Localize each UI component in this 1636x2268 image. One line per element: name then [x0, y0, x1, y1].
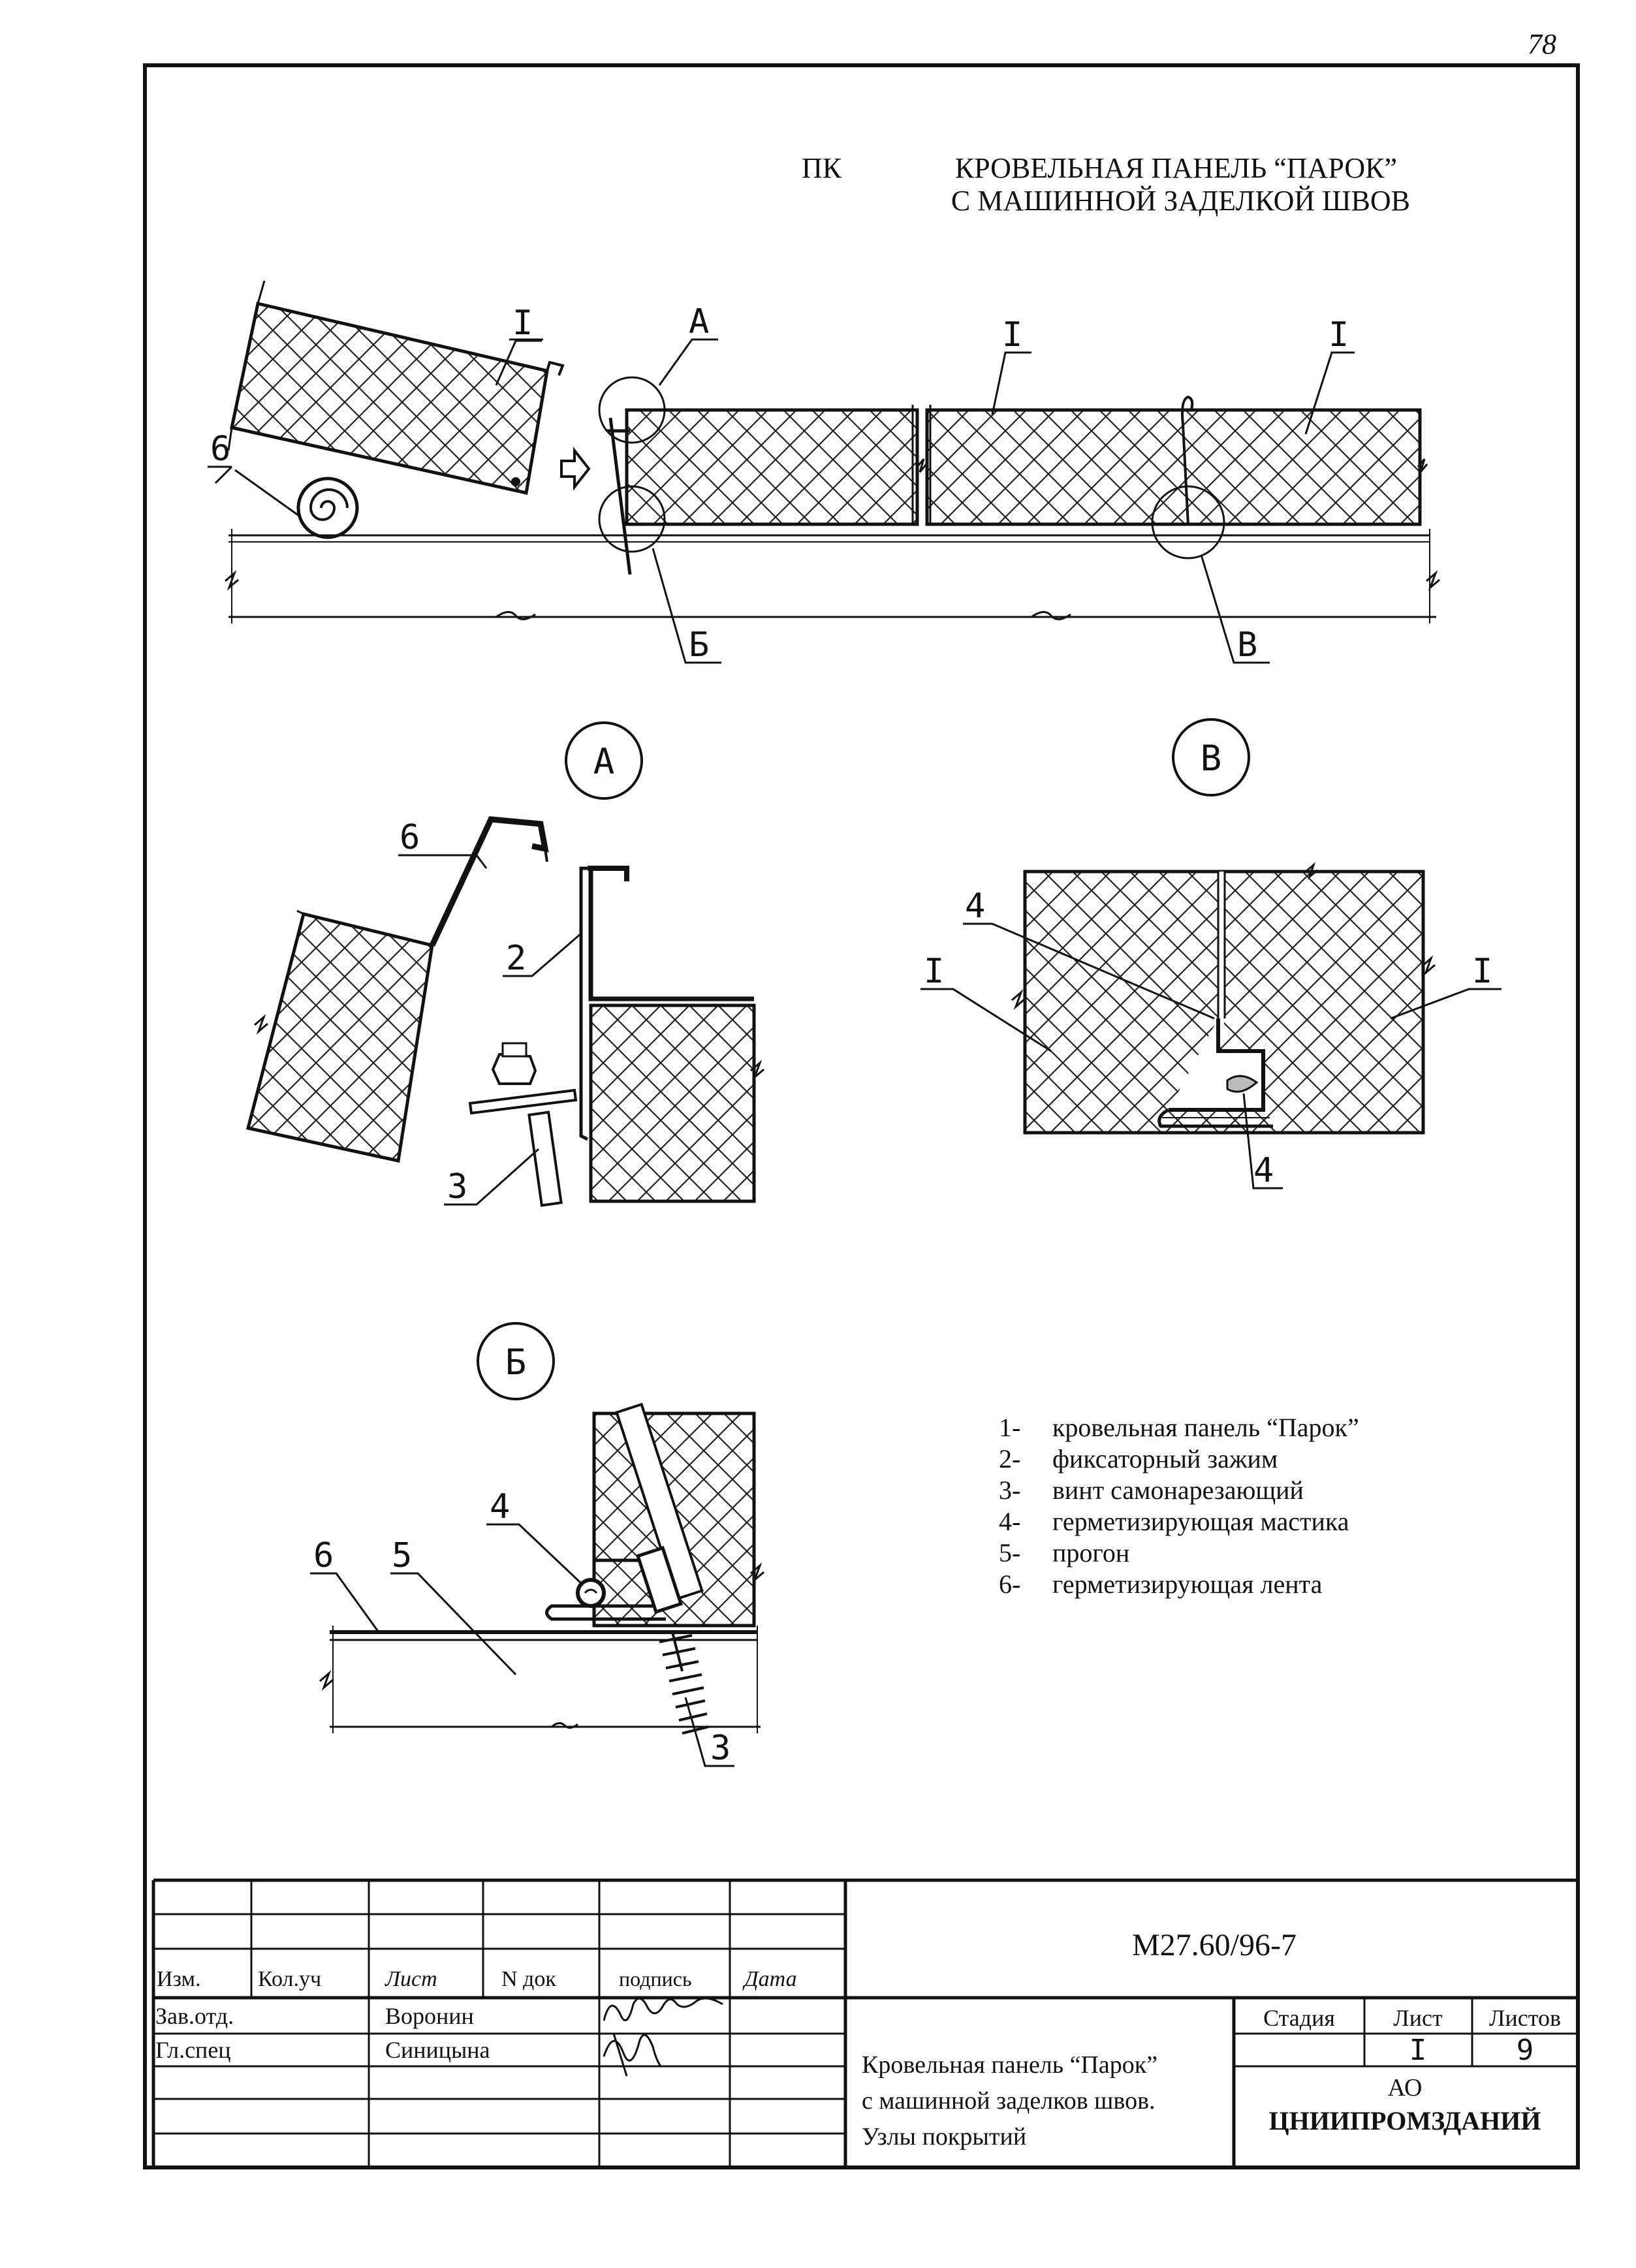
label-screw-a: 3 [447, 1167, 467, 1206]
detail-a-title: А [593, 741, 615, 782]
label-panel-v-left: I [924, 952, 944, 991]
header-data: Дата [742, 1967, 797, 1991]
detail-v-title: В [1201, 738, 1222, 779]
header-podpis: подпись [619, 1967, 692, 1991]
page-number: 78 [1528, 28, 1556, 60]
sheet-code: ПК [802, 152, 842, 184]
legend-num-6: 6- [999, 1569, 1020, 1599]
overview-section: I I I 6 А Б В [208, 280, 1440, 665]
label-purlin-b: 5 [392, 1536, 412, 1575]
doc-code: М27.60/96-7 [1132, 1928, 1297, 1962]
title-line-2: С МАШИННОЙ ЗАДЕЛКОЙ ШВОВ [951, 185, 1410, 217]
screw-b [615, 1402, 709, 1735]
detail-a: А 6 2 3 [245, 721, 764, 1207]
label-panel-right: I [1329, 315, 1349, 354]
screw-a [468, 1042, 578, 1207]
sheet-value: I [1409, 2034, 1427, 2067]
callout-circle-a [598, 376, 666, 444]
label-tape-overview: 6 [210, 430, 230, 469]
legend-num-1: 1- [999, 1413, 1020, 1442]
legend-text-3: винт самонарезающий [1052, 1475, 1304, 1505]
detail-b-marker [477, 1322, 555, 1400]
description-line-3: Узлы покрытий [862, 2123, 1026, 2150]
detail-b-title: Б [505, 1342, 527, 1383]
signature-1 [603, 1997, 723, 2022]
label-tape-b: 6 [313, 1536, 334, 1575]
header-izm: Изм. [157, 1967, 201, 1991]
stage-label: Стадия [1263, 2005, 1335, 2031]
install-arrow [560, 447, 591, 491]
org-line-2: ЦНИИПРОМЗДАНИЙ [1268, 2106, 1541, 2135]
header-list: Лист [385, 1967, 437, 1991]
row-role-1: Зав.отд. [155, 2003, 234, 2029]
legend-num-3: 3- [999, 1475, 1020, 1505]
description-line-2: с машинной заделков швов. [862, 2087, 1156, 2115]
sheet-title: ПК КРОВЕЛЬНАЯ ПАНЕЛЬ “ПАРОК” С МАШИННОЙ … [802, 152, 1410, 217]
sheets-label: Листов [1489, 2005, 1561, 2031]
callout-circle-b [598, 485, 666, 553]
label-screw-b: 3 [710, 1729, 731, 1768]
detail-v-marker [1172, 718, 1250, 796]
detail-v: В 4 I I 4 [920, 718, 1502, 1190]
sheet-label: Лист [1393, 2005, 1443, 2031]
installed-panels [607, 395, 1428, 575]
label-mastic-v-bottom: 4 [1253, 1151, 1274, 1190]
header-ndok: N док [501, 1967, 556, 1991]
legend: 1- кровельная панель “Парок” 2- фиксатор… [999, 1413, 1359, 1599]
legend-text-1: кровельная панель “Парок” [1052, 1413, 1359, 1442]
signature-2 [603, 2033, 662, 2077]
legend-num-5: 5- [999, 1538, 1020, 1567]
title-line-1: КРОВЕЛЬНАЯ ПАНЕЛЬ “ПАРОК” [955, 152, 1397, 184]
sheets-value: 9 [1517, 2034, 1534, 2067]
row-name-2: Синицына [385, 2037, 490, 2063]
legend-num-2: 2- [999, 1444, 1020, 1473]
callout-circle-v [1151, 485, 1225, 559]
overview-purlin [225, 529, 1440, 623]
label-clamp-a: 2 [506, 939, 526, 978]
label-mastic-b: 4 [490, 1487, 510, 1526]
row-role-2: Гл.спец [155, 2037, 231, 2063]
label-panel-tilted: I [512, 304, 533, 343]
row-name-1: Воронин [385, 2003, 474, 2029]
label-panel-v-right: I [1472, 952, 1492, 991]
legend-text-5: прогон [1052, 1538, 1129, 1567]
label-panel-mid: I [1002, 315, 1022, 354]
tilted-panel [227, 280, 565, 496]
title-block: М27.60/96-7 Изм. Кол.уч Лист N док подпи… [151, 1878, 1578, 2169]
legend-text-4: герметизирующая мастика [1052, 1507, 1349, 1536]
legend-num-4: 4- [999, 1507, 1020, 1536]
detail-a-marker [565, 721, 643, 800]
label-callout-v: В [1237, 625, 1257, 665]
label-callout-b: Б [689, 625, 709, 665]
legend-text-6: герметизирующая лента [1052, 1569, 1323, 1599]
description-line-1: Кровельная панель “Парок” [862, 2051, 1157, 2079]
label-mastic-v-top: 4 [965, 887, 985, 926]
legend-text-2: фиксаторный зажим [1052, 1444, 1278, 1473]
detail-b: Б 4 6 5 3 [310, 1322, 764, 1768]
label-callout-a: А [689, 302, 709, 341]
header-kol: Кол.уч [258, 1967, 321, 1991]
label-tape-a: 6 [400, 818, 420, 857]
org-line-1: АО [1388, 2074, 1423, 2102]
